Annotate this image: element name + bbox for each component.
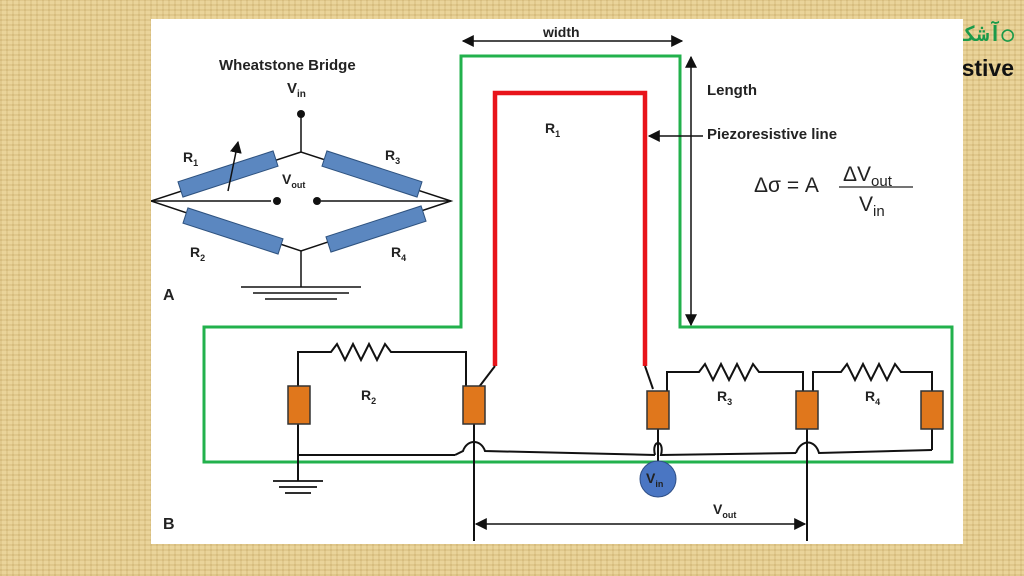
piezoresistive-diagram-figure: Wheatstone Bridge Vin Vout R1 R3 R2 R4 xyxy=(151,19,963,544)
panel-a-vin-label: Vin xyxy=(287,80,306,100)
panel-a-r3-label: R3 xyxy=(385,147,400,166)
panel-a-wheatstone-bridge: Wheatstone Bridge Vin Vout R1 R3 R2 R4 xyxy=(151,57,454,304)
panel-a-resistor-r3 xyxy=(321,150,423,198)
resistor-pad-r1-left xyxy=(462,385,486,425)
panel-b-vin-node xyxy=(639,460,677,498)
panel-a-ground-icon xyxy=(241,251,361,300)
panel-b-letter: B xyxy=(163,516,175,533)
diagram-svg: Wheatstone Bridge Vin Vout R1 R3 R2 R4 xyxy=(151,24,954,541)
panel-a-r2-label: R2 xyxy=(190,244,205,263)
equation-numerator: ΔVout xyxy=(843,163,893,190)
resistor-pad-r4 xyxy=(920,390,944,430)
panel-a-letter: A xyxy=(163,287,175,304)
equation-denominator: Vin xyxy=(859,193,885,220)
panel-b-r3-label: R3 xyxy=(717,388,732,407)
panel-b-r2-label: R2 xyxy=(361,387,376,406)
stress-equation: Δσ = A ΔVout Vin xyxy=(754,163,913,220)
vout-node-left xyxy=(273,197,281,205)
panel-a-r1-label: R1 xyxy=(183,149,198,168)
panel-b-vin-label: Vin xyxy=(646,470,663,489)
variable-resistor-arrow-icon xyxy=(227,140,242,192)
panel-a-resistor-r2 xyxy=(182,207,284,255)
panel-a-vout-label: Vout xyxy=(282,171,305,190)
panel-b-vout-label: Vout xyxy=(713,501,736,520)
cantilever-outline xyxy=(202,54,954,464)
piezo-line-label: Piezoresistive line xyxy=(707,126,837,143)
wheatstone-title: Wheatstone Bridge xyxy=(219,57,356,74)
resistor-pad-r1-right xyxy=(646,390,670,430)
panel-b-ground-icon xyxy=(273,480,323,494)
panel-b-r4-label: R4 xyxy=(865,388,880,407)
length-label: Length xyxy=(707,82,757,99)
resistor-pad-r3-r4 xyxy=(795,390,819,430)
piezoresistive-line xyxy=(492,90,648,366)
width-label: width xyxy=(542,24,580,40)
panel-a-r4-label: R4 xyxy=(391,244,406,263)
panel-b-cantilever: width Length Piezoresistive line R1 Δσ =… xyxy=(163,24,954,541)
vout-node-right xyxy=(313,197,321,205)
panel-b-circuit-wires xyxy=(297,341,933,541)
panel-b-r1-label: R1 xyxy=(545,120,560,139)
equation-lhs: Δσ = A xyxy=(754,174,819,197)
panel-a-resistor-r4 xyxy=(325,205,427,253)
resistor-pad-r2 xyxy=(287,385,311,425)
